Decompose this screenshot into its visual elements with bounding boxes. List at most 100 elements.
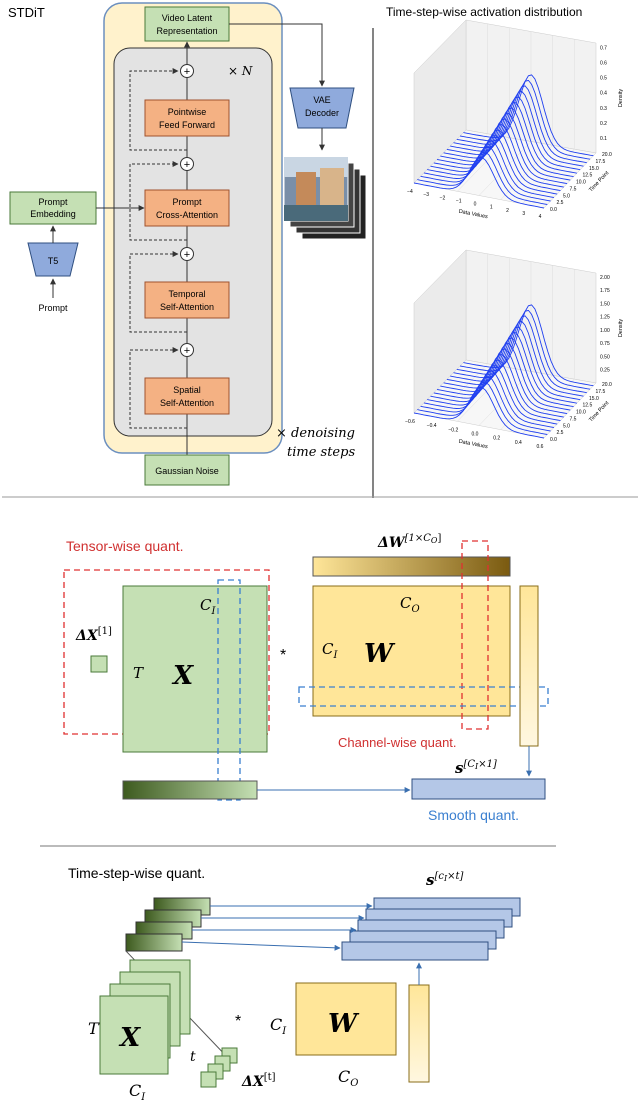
denoise-label-2: time steps [287,445,355,460]
plot-ytick: 15.0 [589,166,599,172]
residual-skip-lines [129,68,187,429]
plot-xtick: −2 [440,195,446,201]
timestep-x-label: X [118,1023,142,1053]
plot-gridline [478,371,532,426]
smooth-quant-column-region [217,579,241,801]
plot-ytick: 12.5 [583,173,593,179]
timestep-x-stack [99,959,191,1075]
plot-ytick: 7.5 [570,186,577,192]
cross-label-1: Prompt [172,197,202,207]
cross-label-2: Cross-Attention [156,210,218,220]
density-curve [463,304,594,387]
w-co-label: CO [400,594,420,615]
delta-w-bar [312,556,511,577]
plot-ztick: 0.6 [600,61,607,67]
timestep-s-label: s[cI×t] [426,871,464,889]
plot-ytick: 0.0 [550,207,557,213]
plot-xtick: 0.0 [472,432,479,438]
prompt-embedding-box [9,191,97,225]
svg-text:+: + [184,66,190,78]
vae-label-1: VAE [313,95,330,105]
stdit-section: STDiT Video Latent Representation × N + … [8,2,367,486]
video-latent-box [144,6,230,42]
plot-xtick: −1 [456,198,462,204]
quant-section: Tensor-wise quant. ΔW[1×CO] CI T X ΔX[1]… [40,533,556,847]
w-scale-bar [519,585,539,747]
denoise-label-1: × denoising [276,426,355,441]
prompt-emb-label-1: Prompt [38,197,68,207]
svg-text:+: + [184,159,190,171]
plot-zlabel: Density [618,319,624,338]
times-n-label: × N [228,64,253,78]
plot-zlabel: Density [618,89,624,108]
plot-xlabel: Data Values [458,209,488,221]
gaussian-noise-box [144,454,230,486]
plot-ztick: 2.00 [600,275,610,281]
plot-ztick: 0.75 [600,341,610,347]
transformer-block-frame [113,47,273,437]
plot-ytick: 5.0 [563,423,570,429]
plot-xtick: −3 [423,192,429,198]
plot-ytick: 15.0 [589,396,599,402]
plot-gridline [478,141,532,196]
timestep-arrows [181,903,373,951]
plot-ytick: 20.0 [602,152,612,158]
timestep-w-co-label: CO [338,1067,358,1089]
delta-x-square [90,655,108,673]
video-latent-label-1: Video Latent [162,13,213,23]
activation-title: Time-step-wise activation distribution [386,5,582,19]
plot-gridline [522,378,575,435]
vae-decoder-shape [289,87,355,129]
plot-ytick: 17.5 [596,389,606,395]
timestep-activation-stack [125,897,211,952]
plot-ytick: 7.5 [570,416,577,422]
cross-attention-block [144,189,230,227]
tensor-wise-label: Tensor-wise quant. [66,538,184,554]
plot-xtick: −0.2 [448,427,458,433]
timestep-w-scale-bar [408,984,430,1083]
channel-wise-column-region [461,540,489,730]
smooth-quant-label: Smooth quant. [428,807,519,823]
plot-ztick: 0.7 [600,46,607,52]
spatial-label-1: Spatial [173,385,201,395]
plot-ztick: 0.50 [600,354,610,360]
x-ci-label: CI [200,596,216,617]
multiply-star: * [280,647,286,664]
timestep-title: Time-step-wise quant. [68,865,205,881]
w-matrix [312,585,511,717]
plot-xtick: 0.4 [515,440,522,446]
delta-x-label: ΔX[1] [75,626,112,644]
plot-xtick: 0 [474,202,477,208]
timestep-w-matrix [295,982,397,1056]
plot-ytick: 2.5 [557,200,564,206]
timestep-small-t-label: t [190,1049,196,1065]
video-frames-stack [283,156,367,240]
x-activation-bar [122,780,258,800]
plot-ytick: 10.0 [576,180,586,186]
ffn-label-1: Pointwise [168,107,207,117]
plot-ytick: 0.0 [550,437,557,443]
plot-gridline [435,363,488,418]
timestep-w-label: W [328,1009,360,1039]
temporal-label-1: Temporal [168,289,205,299]
plot-ztick: 0.2 [600,121,607,127]
channel-wise-label: Channel-wise quant. [338,735,457,750]
plot-gridline [457,137,510,192]
plot-xtick: 2 [506,208,509,214]
spatial-attention-block [144,377,230,415]
temporal-attention-block [144,281,230,319]
plot-ztick: 0.4 [600,91,607,97]
residual-add-nodes: + + + + [180,64,194,357]
w-matrix-label: W [364,639,396,669]
x-matrix-label: X [171,661,195,691]
t5-label: T5 [48,256,59,266]
plot-ztick: 1.00 [600,328,610,334]
plot-xtick: 0.2 [493,436,500,442]
ffn-label-2: Feed Forward [159,120,215,130]
video-latent-label-2: Representation [156,26,217,36]
latent-to-vae-arrow [229,23,325,87]
smooth-scale-bar [411,778,546,800]
timestep-multiply-star: * [235,1013,241,1030]
